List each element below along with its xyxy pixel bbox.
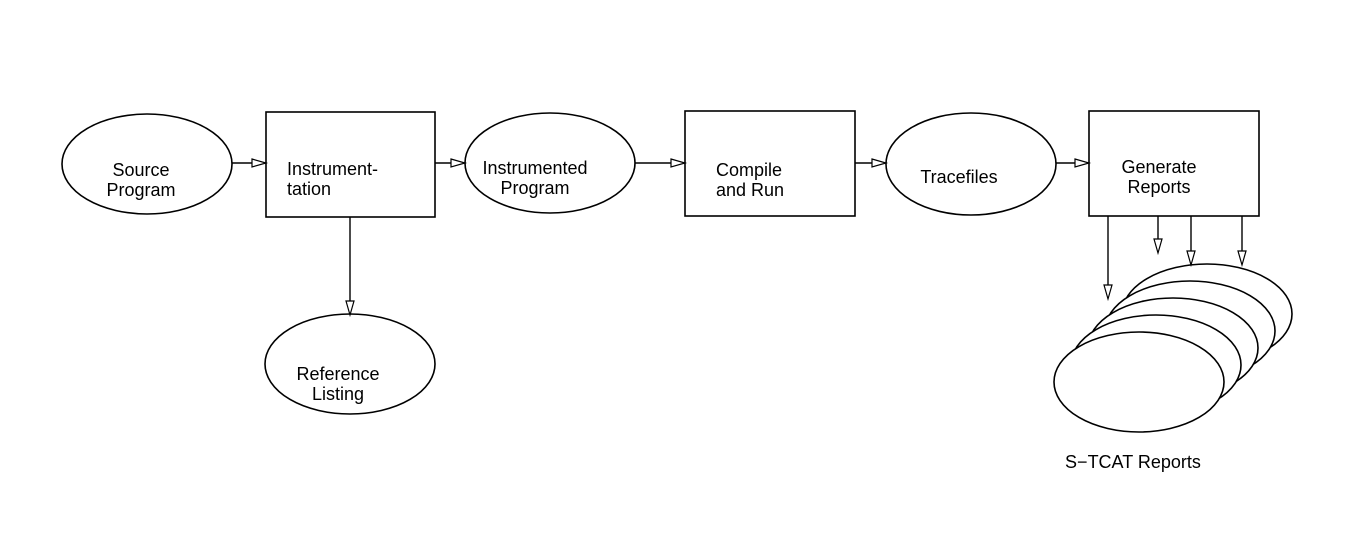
compile-run-line-1: Compile [716,160,782,180]
generate-reports-line-1: Generate [1121,157,1196,177]
source-program-line-1: Source [112,160,169,180]
node-reference-listing: Reference Listing [264,313,436,415]
reference-listing-line-2: Listing [312,384,364,404]
arrow-tracefiles-to-generate [1056,158,1092,168]
instrumented-program-line-2: Program [500,178,569,198]
node-generate-reports: Generate Reports [1088,110,1260,217]
instrumented-program-line-1: Instrumented [482,158,587,178]
reports-caption: S−TCAT Reports [1065,452,1201,472]
compile-run-line-2: and Run [716,180,784,200]
report-stack [1053,263,1293,433]
arrow-instrumented-to-compile [635,158,688,168]
source-program-line-2: Program [106,180,175,200]
node-instrumented-program: Instrumented Program [464,112,636,214]
arrow-source-to-instrumentation [232,158,269,168]
arrow-instrumentation-to-reference [345,217,355,318]
arrow-compile-to-tracefiles [855,158,889,168]
arrow-generate-to-report-1 [1103,216,1113,302]
arrow-generate-to-report-4 [1237,216,1247,268]
node-instrumentation: Instrument- tation [265,111,436,218]
generate-reports-line-2: Reports [1127,177,1190,197]
report-ellipse [1053,331,1225,433]
instrumentation-line-2: tation [287,179,331,199]
arrow-instrumentation-to-instrumented [435,158,468,168]
reference-listing-line-1: Reference [296,364,379,384]
node-source-program: Source Program [61,113,233,215]
node-tracefiles: Tracefiles [885,112,1057,216]
arrow-generate-to-report-3 [1186,216,1196,268]
arrow-generate-to-report-2 [1153,216,1163,256]
instrumentation-line-1: Instrument- [287,159,378,179]
tracefiles-label: Tracefiles [920,167,997,187]
node-compile-and-run: Compile and Run [684,110,856,217]
